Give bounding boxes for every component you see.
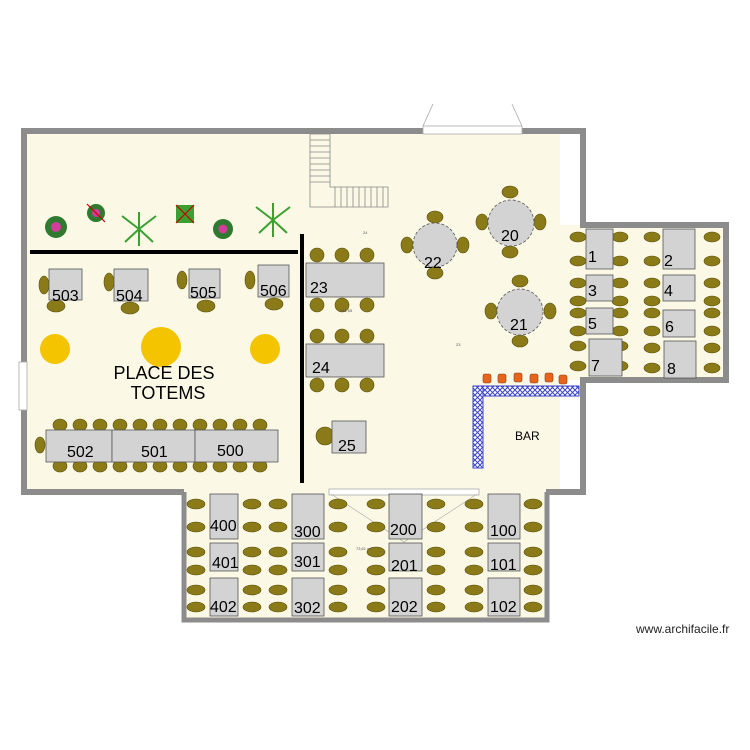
bottles xyxy=(482,372,568,385)
table-number: 503 xyxy=(52,288,79,305)
table-24 xyxy=(305,343,385,378)
partition-walls xyxy=(30,234,304,483)
table-number: 5 xyxy=(588,316,597,333)
table-number: 402 xyxy=(210,599,237,616)
plant-icon xyxy=(213,219,233,239)
table-number: 200 xyxy=(390,522,417,539)
zone-label-place-des-totems: PLACE DES xyxy=(113,363,214,383)
table-25 xyxy=(331,420,367,454)
plant-icon xyxy=(175,204,195,224)
table-number: 102 xyxy=(490,599,517,616)
table-21 xyxy=(496,288,544,336)
table-7 xyxy=(588,338,623,377)
area-label: 73,61 m² xyxy=(356,546,372,551)
door-top xyxy=(18,103,523,543)
plant-icon xyxy=(121,212,157,246)
table-number: 20 xyxy=(501,228,519,245)
table-8 xyxy=(663,340,697,379)
table-number: 301 xyxy=(294,554,321,571)
table-201 xyxy=(388,542,423,572)
table-2 xyxy=(662,228,696,270)
table-number: 22 xyxy=(424,255,442,272)
table-501 xyxy=(111,429,196,463)
area-label: 24 xyxy=(363,230,368,235)
table-number: 2 xyxy=(664,253,673,270)
table-504 xyxy=(113,268,149,302)
table-6 xyxy=(662,309,696,338)
plant-icon xyxy=(86,203,106,223)
table-number: 4 xyxy=(664,283,673,300)
table-number: 202 xyxy=(391,599,418,616)
table-number: 500 xyxy=(217,443,244,460)
table-300 xyxy=(291,493,325,540)
table-400 xyxy=(209,493,239,540)
table-100 xyxy=(487,493,521,540)
area-label: 23 xyxy=(456,342,461,347)
table-number: 504 xyxy=(116,288,143,305)
table-1 xyxy=(585,228,614,270)
walls xyxy=(21,128,729,623)
table-20 xyxy=(487,199,535,247)
table-23 xyxy=(305,262,385,298)
table-number: 23 xyxy=(310,280,328,297)
bar-counter xyxy=(472,385,580,469)
table-number: 7 xyxy=(591,358,600,375)
table-402 xyxy=(209,577,239,617)
plant-icon xyxy=(255,203,291,237)
table-number: 3 xyxy=(588,283,597,300)
table-number: 1 xyxy=(588,249,597,266)
table-number: 502 xyxy=(67,444,94,461)
totems xyxy=(40,327,280,367)
table-3 xyxy=(585,274,614,302)
zone-label-bar: BAR xyxy=(515,429,540,443)
zone-label-totems: TOTEMS xyxy=(131,383,206,403)
table-302 xyxy=(291,577,325,617)
table-number: 201 xyxy=(391,558,418,575)
table-number: 24 xyxy=(312,360,330,377)
table-number: 401 xyxy=(212,555,239,572)
table-500 xyxy=(194,429,279,463)
plant-icon xyxy=(45,216,67,238)
table-202 xyxy=(388,577,423,617)
table-number: 101 xyxy=(490,557,517,574)
table-number: 8 xyxy=(667,361,676,378)
table-506 xyxy=(257,264,290,298)
totem xyxy=(141,327,181,367)
table-503 xyxy=(48,268,83,301)
table-22 xyxy=(412,222,458,268)
table-number: 6 xyxy=(665,319,674,336)
area-label: 341,55 xyxy=(340,308,353,313)
table-4 xyxy=(662,274,696,302)
table-301 xyxy=(291,542,325,572)
totem xyxy=(250,334,280,364)
table-101 xyxy=(487,542,521,572)
table-number: 400 xyxy=(210,518,237,535)
table-5 xyxy=(585,307,614,335)
table-102 xyxy=(487,577,521,617)
watermark[interactable]: www.archifacile.fr xyxy=(636,622,730,636)
tables xyxy=(45,199,697,617)
plants xyxy=(45,203,291,246)
table-numbers: 503 504 505 506 502 501 500 23 24 25 20 … xyxy=(52,228,676,617)
table-number: 25 xyxy=(338,438,356,455)
totem xyxy=(40,334,70,364)
staircase xyxy=(309,133,389,208)
table-number: 302 xyxy=(294,600,321,617)
table-401 xyxy=(209,542,239,572)
table-number: 300 xyxy=(294,524,321,541)
table-number: 506 xyxy=(260,283,287,300)
table-number: 501 xyxy=(141,444,168,461)
table-200 xyxy=(388,493,423,540)
table-number: 100 xyxy=(490,523,517,540)
table-505 xyxy=(188,268,221,299)
table-number: 505 xyxy=(190,285,217,302)
table-502 xyxy=(45,429,113,463)
table-number: 21 xyxy=(510,317,528,334)
